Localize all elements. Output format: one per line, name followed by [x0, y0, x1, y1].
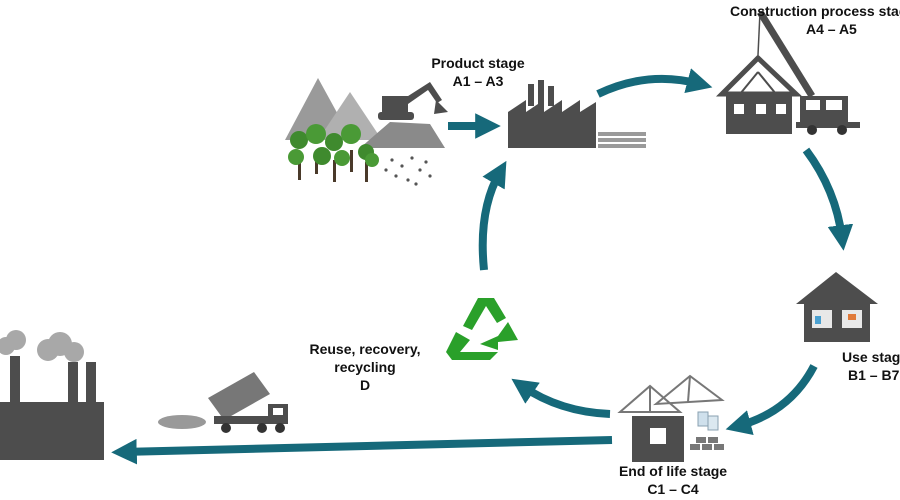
- construction-stage-name: Construction process stage: [730, 3, 900, 19]
- truck-icon: [796, 96, 860, 135]
- label-product-stage: Product stage A1 – A3: [408, 54, 548, 90]
- label-end-of-life-stage: End of life stage C1 – C4: [598, 462, 748, 498]
- product-bars-icon: [598, 132, 646, 148]
- end-of-life-stage-name: End of life stage: [618, 463, 728, 479]
- raw-materials-icon: [285, 78, 448, 186]
- use-stage-code: B1 – B7: [848, 367, 900, 383]
- arrow-product-to-construction: [596, 68, 713, 98]
- house-icon: [796, 272, 878, 342]
- power-plant-icon: [0, 330, 104, 460]
- reuse-stage-code: D: [359, 377, 371, 393]
- arrow-use-to-endoflife: [725, 364, 818, 436]
- arrow-reuse-to-product: [478, 160, 507, 271]
- label-use-stage: Use stage B1 – B7: [842, 348, 900, 384]
- label-construction-stage: Construction process stage A4 – A5: [730, 2, 900, 38]
- house-frame-icon: [715, 54, 803, 134]
- product-stage-name: Product stage: [431, 55, 525, 71]
- dump-truck-icon: [158, 372, 288, 433]
- crane-icon: [757, 10, 815, 98]
- arrow-construction-to-use: [802, 147, 854, 251]
- tree-icon: [288, 124, 379, 182]
- excavator-icon: [378, 82, 448, 120]
- gravel-icon: [384, 156, 432, 186]
- end-of-life-stage-code: C1 – C4: [647, 481, 699, 497]
- demolition-icon: [617, 374, 725, 462]
- mountain-icon: [285, 78, 382, 140]
- construction-stage-code: A4 – A5: [806, 21, 857, 37]
- arrow-endoflife-to-reuse: [511, 378, 611, 418]
- label-reuse-stage: Reuse, recovery, recycling D: [290, 340, 440, 394]
- flow-arrows: [111, 68, 854, 465]
- factory-icon: [508, 80, 646, 148]
- reuse-stage-line2: recycling: [334, 359, 396, 375]
- recycle-icon: [446, 298, 518, 360]
- use-stage-name: Use stage: [842, 349, 900, 365]
- arrow-endoflife-to-landfill: [111, 436, 613, 465]
- product-stage-code: A1 – A3: [452, 73, 504, 89]
- reuse-stage-line1: Reuse, recovery,: [309, 341, 421, 357]
